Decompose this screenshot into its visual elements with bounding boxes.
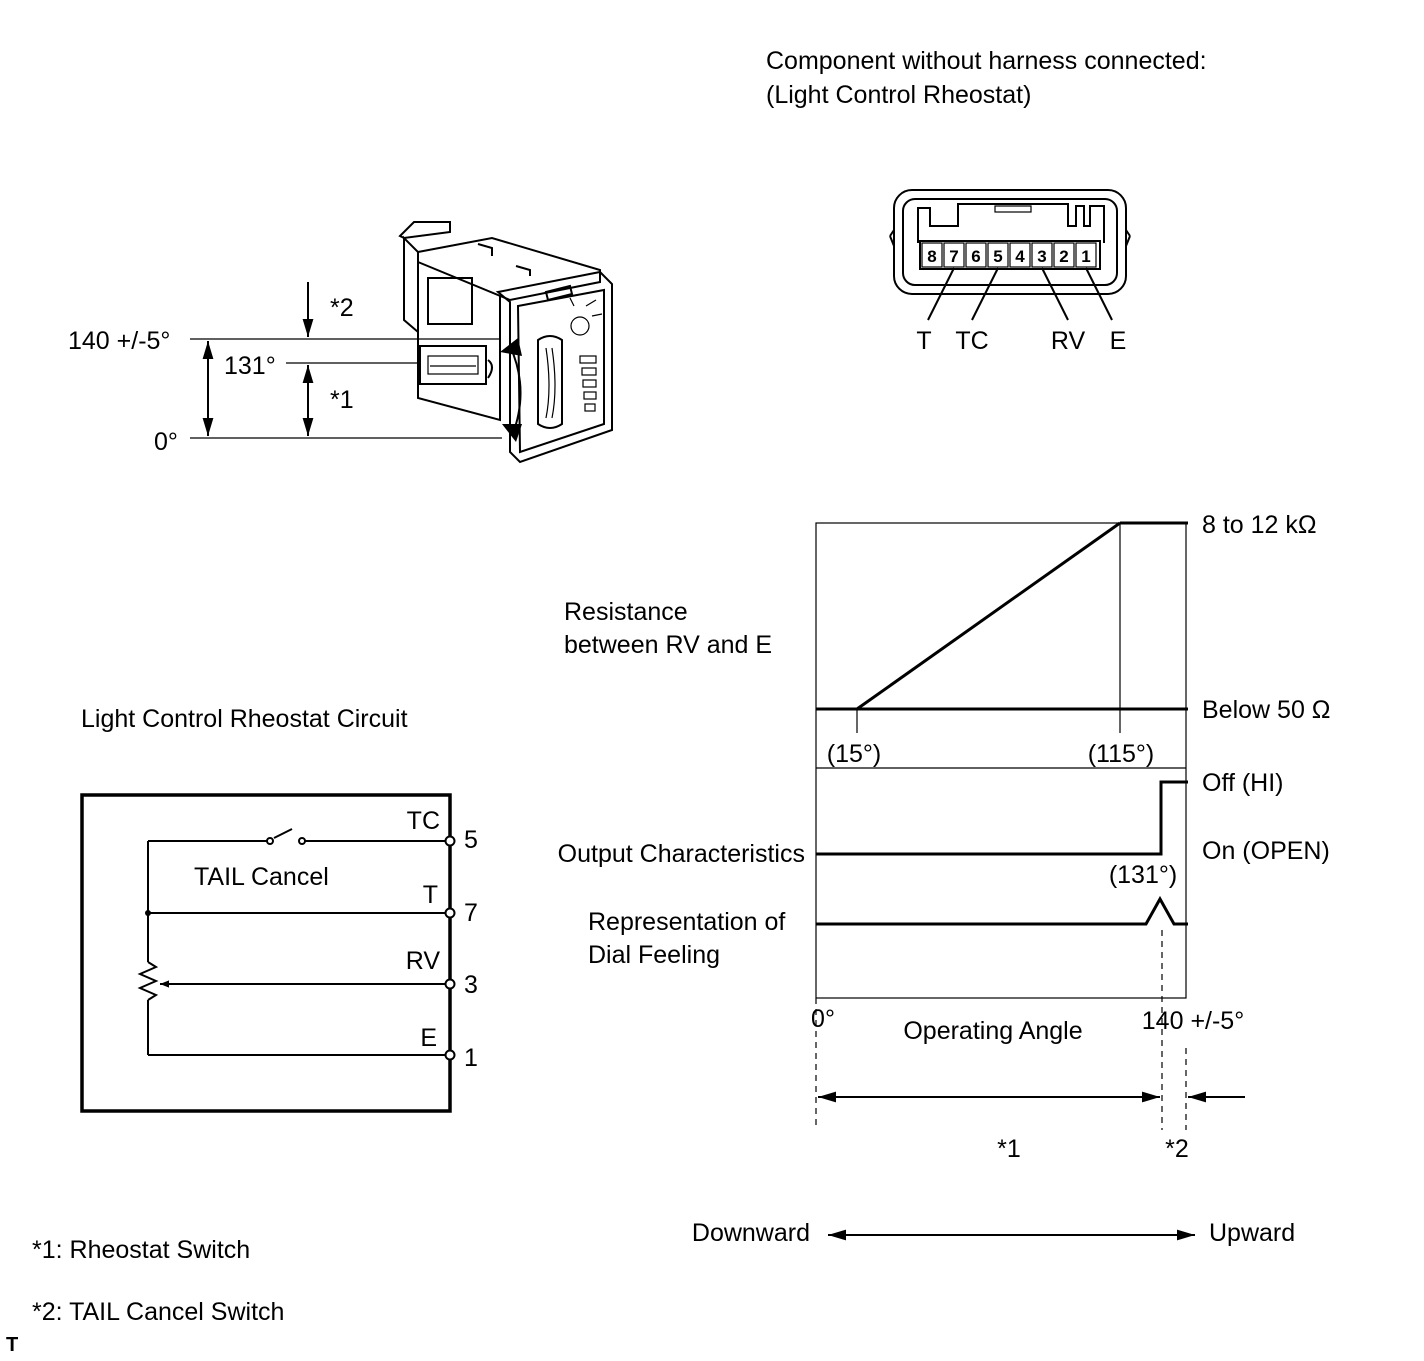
pin-8: 8 [927,247,936,266]
terminal-rv-label: RV [406,947,441,975]
connector-label-t: T [916,327,931,355]
corner-mark: T [6,1334,18,1356]
axis-end-label: 140 +/-5° [1142,1007,1244,1035]
note-1: *1: Rheostat Switch [32,1236,250,1264]
direction-up-label: Upward [1209,1219,1295,1247]
connector-header-line1: Component without harness connected: [766,47,1207,75]
pin-5: 5 [993,247,1002,266]
resistance-high-label: 8 to 12 kΩ [1202,511,1317,539]
connector-header-line2: (Light Control Rheostat) [766,81,1031,109]
resistance-low-label: Below 50 Ω [1202,696,1330,724]
dial-label-line1: Representation of [588,908,785,936]
pin-7: 7 [949,247,958,266]
output-on-label: On (OPEN) [1202,837,1330,865]
axis-start-label: 0° [811,1005,835,1033]
angle-note-1: *1 [330,386,354,414]
range-1-label: *1 [997,1135,1021,1163]
circuit-schematic [80,793,456,1113]
switch-angle-dimensions [190,282,502,439]
dial-label-line2: Dial Feeling [588,941,720,969]
terminal-t-label: T [423,881,438,909]
tail-cancel-label: TAIL Cancel [194,863,329,891]
angle-131-label: (131°) [1109,861,1177,889]
angle-top-label: 140 +/-5° [68,327,170,355]
terminal-rv-pin: 3 [464,971,478,999]
range-2-label: *2 [1165,1135,1189,1163]
note-2: *2: TAIL Cancel Switch [32,1298,284,1326]
pin-6: 6 [971,247,980,266]
angle-mid-label: 131° [224,352,276,380]
angle-115-label: (115°) [1088,740,1155,768]
pin-2: 2 [1059,247,1068,266]
pin-1: 1 [1081,247,1090,266]
axis-title: Operating Angle [903,1017,1082,1045]
characteristic-graph [815,521,1245,1241]
angle-bottom-label: 0° [154,428,178,456]
output-label: Output Characteristics [558,840,805,868]
connector-label-tc: TC [955,327,988,355]
terminal-e-label: E [420,1024,437,1052]
resistance-label-line1: Resistance [564,598,688,626]
terminal-e-pin: 1 [464,1044,478,1072]
rheostat-switch-illustration [398,221,613,464]
terminal-tc-label: TC [407,807,440,835]
connector-pin-cells [921,242,1097,268]
pin-4: 4 [1015,247,1025,266]
connector-leader-lines [927,267,1113,321]
angle-15-label: (15°) [827,740,881,768]
resistance-label-line2: between RV and E [564,631,772,659]
terminal-t-pin: 7 [464,899,478,927]
terminal-tc-pin: 5 [464,826,478,854]
connector-label-e: E [1110,327,1127,355]
direction-down-label: Downward [692,1219,810,1247]
pin-3: 3 [1037,247,1046,266]
circuit-title: Light Control Rheostat Circuit [81,705,408,733]
connector-face: 8 7 6 5 4 3 2 1 [889,189,1131,295]
connector-label-rv: RV [1051,327,1086,355]
output-off-label: Off (HI) [1202,769,1283,797]
angle-note-2: *2 [330,294,354,322]
